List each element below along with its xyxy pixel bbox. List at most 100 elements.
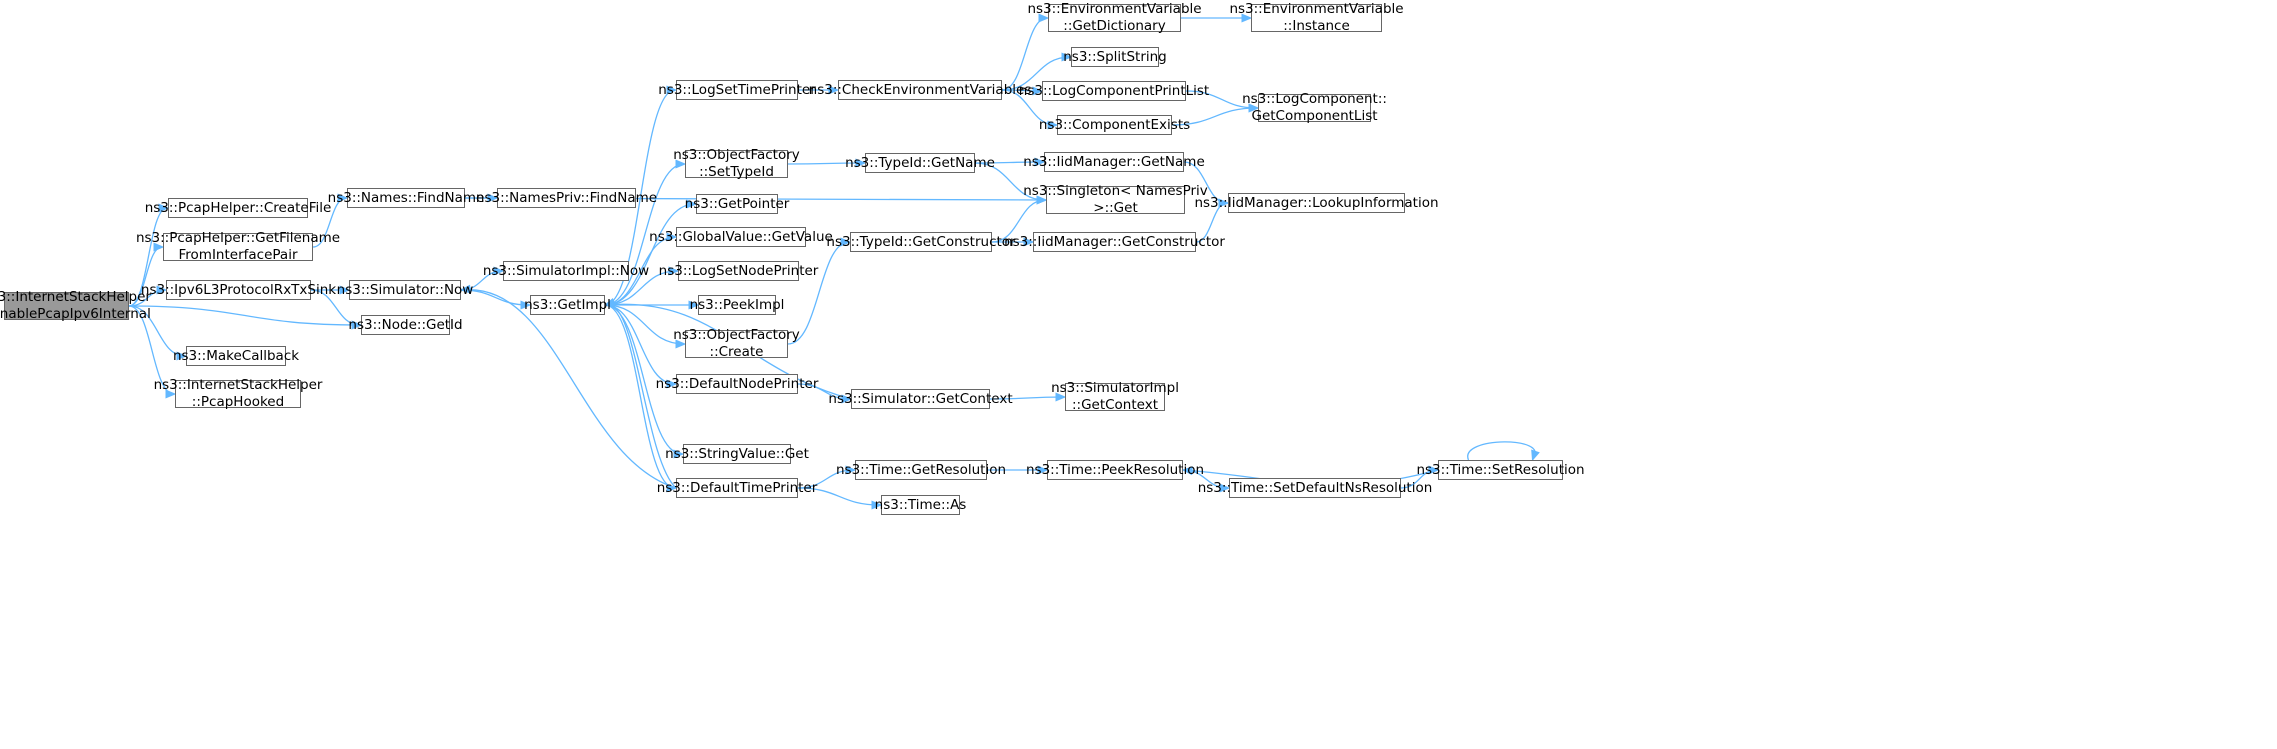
node-root: ns3::InternetStackHelper::EnablePcapIpv6… — [0, 289, 151, 322]
edge-typeidgetname-to-singletonget — [974, 162, 1046, 201]
node-timegetres[interactable]: ns3::Time::GetResolution — [836, 460, 1006, 480]
node-label-line: ::EnablePcapIpv6Internal — [0, 306, 151, 322]
node-label-line: ns3::NamesPriv::FindName — [475, 189, 658, 206]
arrowhead-ofcreate — [675, 339, 687, 349]
node-label-line: ns3::Time::SetResolution — [1416, 461, 1585, 478]
arrowhead-singletonget — [1036, 195, 1048, 205]
node-label-line: ns3::IidManager::LookupInformation — [1194, 194, 1439, 211]
node-ofsettypeid[interactable]: ns3::ObjectFactory::SetTypeId — [673, 147, 800, 180]
node-label-line: ns3::ObjectFactory — [673, 147, 800, 163]
arrowhead-gvgetvalue — [666, 232, 678, 242]
node-label-line: ns3::Ipv6L3ProtocolRxTxSink — [140, 281, 337, 298]
node-label-line: ns3::ComponentExists — [1038, 116, 1191, 133]
node-label-line: ::GetContext — [1071, 397, 1159, 413]
node-timeas[interactable]: ns3::Time::As — [875, 495, 966, 515]
node-checkenv[interactable]: ns3::CheckEnvironmentVariables — [809, 80, 1031, 100]
node-singletonget[interactable]: ns3::Singleton< NamesPriv >::Get — [1023, 183, 1208, 216]
node-strget[interactable]: ns3::StringValue::Get — [665, 444, 809, 464]
node-label-line: ns3::GetImpl — [524, 296, 611, 313]
node-defnodeprinter[interactable]: ns3::DefaultNodePrinter — [656, 374, 818, 394]
edge-getimpl-to-deftimeprinter — [604, 304, 676, 489]
node-label-line: ns3::Simulator::GetContext — [828, 390, 1013, 407]
node-timesetres[interactable]: ns3::Time::SetResolution — [1416, 460, 1585, 480]
node-deftimeprinter[interactable]: ns3::DefaultTimePrinter — [657, 478, 817, 498]
node-label-line: ns3::PcapHelper::CreateFile — [144, 199, 332, 216]
node-label-line: ns3::PcapHelper::GetFilename — [135, 230, 341, 246]
arrowhead-getfilename — [153, 242, 165, 252]
node-label-line: ns3::Node::GetId — [348, 316, 463, 333]
node-label-line: ns3::TypeId::GetName — [845, 154, 995, 171]
node-typeidgetctor[interactable]: ns3::TypeId::GetConstructor — [826, 232, 1016, 252]
edge-getimpl-to-gvgetvalue — [604, 236, 676, 306]
node-pcaphooked[interactable]: ns3::InternetStackHelper::PcapHooked — [154, 377, 323, 410]
node-peekimpl[interactable]: ns3::PeekImpl — [690, 295, 784, 315]
node-privfindname[interactable]: ns3::NamesPriv::FindName — [476, 188, 657, 208]
edge-checkenv-to-envgetdict — [1001, 17, 1048, 91]
edge-ofsettypeid-to-typeidgetname — [787, 162, 865, 165]
node-typeidgetname[interactable]: ns3::TypeId::GetName — [845, 153, 995, 173]
edge-root-to-nodegetid — [128, 305, 361, 326]
node-makecallback[interactable]: ns3::MakeCallback — [173, 346, 299, 366]
node-label-line: ns3::EnvironmentVariable — [1229, 1, 1404, 17]
edge-getimpl-to-ofcreate — [604, 304, 685, 345]
node-gvgetvalue[interactable]: ns3::GlobalValue::GetValue — [649, 227, 833, 247]
node-getpointer[interactable]: ns3::GetPointer — [685, 194, 789, 214]
edge-compexists-to-logcomplist — [1171, 107, 1258, 126]
node-logcomplist[interactable]: ns3::LogComponent::GetComponentList — [1242, 91, 1387, 124]
node-label-line: ns3::LogComponent:: — [1242, 91, 1387, 107]
node-compexists[interactable]: ns3::ComponentExists — [1039, 115, 1190, 135]
arrowhead-logsettime — [666, 85, 678, 95]
arrowhead-compexists — [1047, 120, 1059, 130]
node-label-line: ns3::PeekImpl — [689, 296, 785, 313]
arrowhead-logprintlist — [1032, 86, 1044, 96]
node-label-line: ns3::InternetStackHelper — [153, 377, 323, 393]
node-findname[interactable]: ns3::Names::FindName — [328, 188, 484, 208]
arrowhead-strget — [673, 449, 685, 459]
node-iidlookup[interactable]: ns3::IidManager::LookupInformation — [1194, 193, 1439, 213]
edge-getimpl-to-logsettime — [604, 89, 676, 306]
node-logsettime[interactable]: ns3::LogSetTimePrinter — [658, 80, 816, 100]
node-simgetctx[interactable]: ns3::Simulator::GetContext — [828, 389, 1013, 409]
arrowhead-checkenv — [828, 85, 840, 95]
node-label-line: ns3::Time::GetResolution — [836, 461, 1007, 478]
node-label-line: ns3::TypeId::GetConstructor — [826, 233, 1016, 250]
node-nodegetid[interactable]: ns3::Node::GetId — [348, 315, 463, 335]
node-timepeekres[interactable]: ns3::Time::PeekResolution — [1026, 460, 1204, 480]
node-ofcreate[interactable]: ns3::ObjectFactory::Create — [673, 327, 800, 360]
arrowhead-envinstance — [1241, 13, 1253, 23]
node-envgetdict[interactable]: ns3::EnvironmentVariable::GetDictionary — [1027, 1, 1201, 34]
node-getimpl[interactable]: ns3::GetImpl — [524, 295, 611, 315]
edge-deftimeprinter-to-getimpl — [605, 304, 677, 489]
node-ipv6sink[interactable]: ns3::Ipv6L3ProtocolRxTxSink — [141, 280, 336, 300]
arrowhead-iidgetctor — [1023, 237, 1035, 247]
arrowhead-makecallback — [176, 351, 188, 361]
node-label-line: ns3::SimulatorImpl::Now — [482, 262, 650, 279]
node-simnow[interactable]: ns3::Simulator::Now — [337, 280, 473, 300]
node-label-line: ns3::LogSetNodePrinter — [658, 262, 819, 279]
node-label-line: ns3::Time::As — [874, 496, 967, 513]
arrowhead-timesetres — [1531, 449, 1540, 462]
arrowhead-ipv6sink — [156, 285, 168, 295]
arrowhead-typeidgetname — [855, 158, 867, 168]
node-envinstance[interactable]: ns3::EnvironmentVariable::Instance — [1229, 1, 1403, 34]
arrowhead-envgetdict — [1038, 13, 1050, 23]
node-simimplgetctx[interactable]: ns3::SimulatorImpl::GetContext — [1051, 380, 1179, 413]
node-simimplnow[interactable]: ns3::SimulatorImpl::Now — [483, 261, 649, 281]
node-iidgetname[interactable]: ns3::IidManager::GetName — [1023, 152, 1205, 172]
node-splitstring[interactable]: ns3::SplitString — [1063, 47, 1167, 67]
node-label-line: ns3::Singleton< NamesPriv — [1023, 183, 1208, 199]
node-setdefaultns[interactable]: ns3::Time::SetDefaultNsResolution — [1198, 478, 1432, 498]
node-iidgetctor[interactable]: ns3::IidManager::GetConstructor — [1004, 232, 1225, 252]
arrowhead-getimpl — [603, 298, 616, 307]
arrowhead-logcomplist — [1248, 103, 1260, 113]
node-label-line: GetComponentList — [1251, 108, 1378, 124]
node-label-line: ns3::ObjectFactory — [673, 327, 800, 343]
edge-simgetctx-to-simimplgetctx — [989, 396, 1065, 400]
node-logprintlist[interactable]: ns3::LogComponentPrintList — [1019, 81, 1209, 101]
node-label-line: ns3::GetPointer — [684, 195, 790, 212]
edge-deftimeprinter-to-simnow — [461, 289, 677, 489]
node-createfile[interactable]: ns3::PcapHelper::CreateFile — [145, 198, 331, 218]
node-logsetnode[interactable]: ns3::LogSetNodePrinter — [659, 261, 818, 281]
